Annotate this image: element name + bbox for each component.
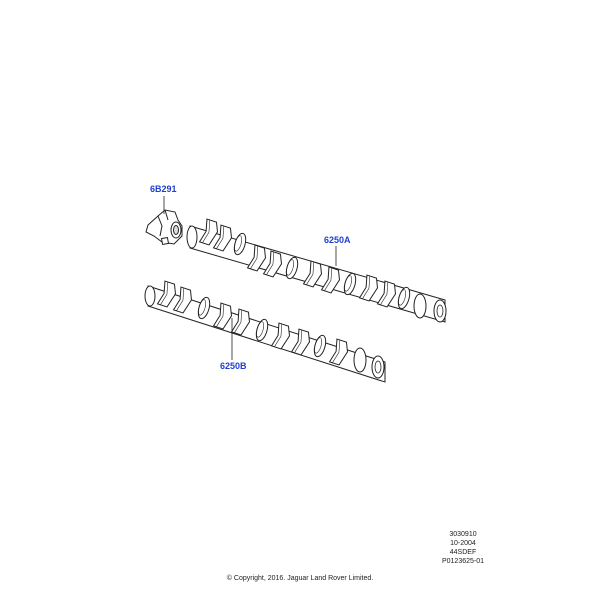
drawing-metadata: 3030910 10-2004 44SDEF P0123625-01 [430,530,496,566]
leader-lines [163,196,337,360]
copyright-notice: © Copyright, 2016. Jaguar Land Rover Lim… [226,575,374,582]
drawing-model: 44SDEF [449,549,477,556]
sprocket-hub-part [145,209,183,246]
drawing-code: 3030910 [449,531,477,538]
camshaft-a-part [186,218,447,323]
camshaft-b-part [144,280,386,383]
callout-6250b[interactable]: 6250B [220,361,247,371]
drawing-date: 10-2004 [450,540,476,547]
callout-6250a[interactable]: 6250A [324,235,351,245]
callout-6b291[interactable]: 6B291 [150,184,177,194]
drawing-ref: P0123625-01 [441,558,485,565]
